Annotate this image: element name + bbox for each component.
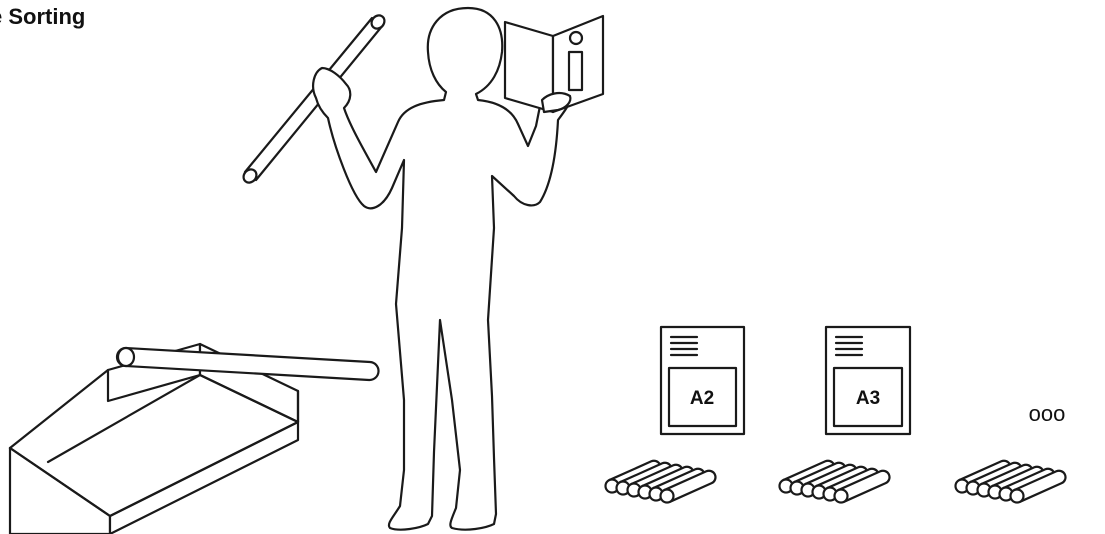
info-manual [505,16,603,112]
info-icon-bar [569,52,582,90]
rod-pile-a3-rod-6-end [835,490,848,503]
rod-pile-more-rod-6-end [1011,490,1024,503]
sheet-a3: A3 [826,327,910,434]
rod-pile-a2 [606,461,716,503]
rod-pile-a2-rod-6-end [661,490,674,503]
sheet-a2: A2 [661,327,744,434]
box-front-left-wall [10,448,110,534]
info-icon-dot [570,32,582,44]
rod-pile-more [956,461,1066,503]
more-sheets-indicator: ooo [1029,401,1066,426]
box-front-right-wall [110,422,298,534]
rod-pile-a3 [780,461,890,503]
sheet-a3-label: A3 [856,388,880,409]
sheet-a2-label: A2 [690,388,714,409]
